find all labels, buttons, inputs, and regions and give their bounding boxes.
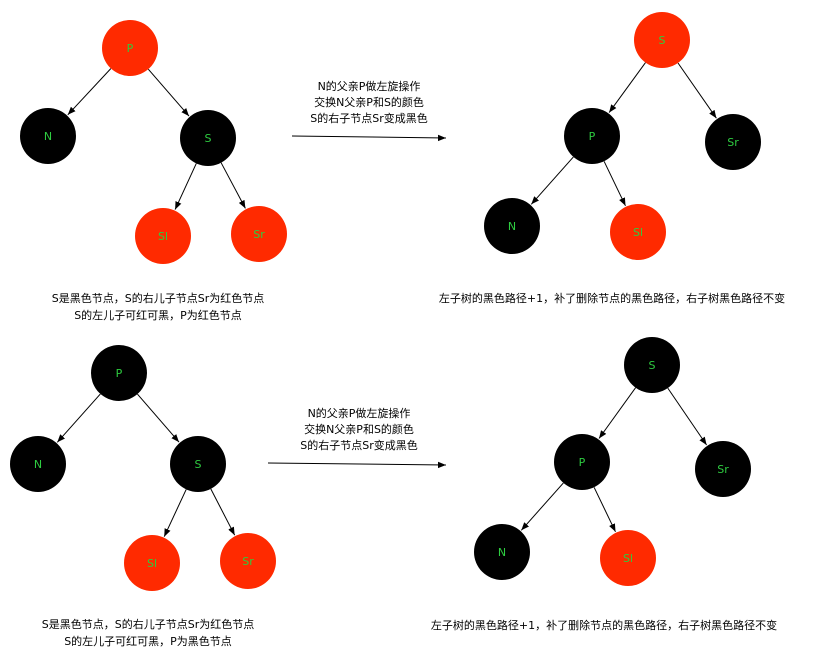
tree-top-left: P N S Sl Sr bbox=[20, 20, 287, 264]
node-circle bbox=[564, 108, 620, 164]
node-circle bbox=[124, 535, 180, 591]
node-label: N bbox=[498, 546, 506, 559]
node-circle bbox=[624, 337, 680, 393]
tree-node-n: N bbox=[484, 198, 540, 254]
caption-line: S的左儿子可红可黑，P为黑色节点 bbox=[64, 634, 232, 648]
node-label: Sl bbox=[147, 557, 157, 570]
tree-edge-s-to-sr bbox=[220, 162, 246, 209]
tree-edge-s-to-sr bbox=[210, 488, 236, 536]
node-label: N bbox=[508, 220, 516, 233]
node-label: P bbox=[579, 456, 586, 469]
tree-node-p: P bbox=[91, 345, 147, 401]
node-circle bbox=[231, 206, 287, 262]
node-circle bbox=[91, 345, 147, 401]
transition-text-line: 交换N父亲P和S的颜色 bbox=[314, 95, 424, 109]
tree-edge-s-to-sl bbox=[163, 489, 187, 537]
node-circle bbox=[20, 108, 76, 164]
caption-line: S是黑色节点，S的右儿子节点Sr为红色节点 bbox=[42, 617, 254, 631]
caption-line: 左子树的黑色路径+1，补了删除节点的黑色路径，右子树黑色路径不变 bbox=[439, 291, 785, 305]
tree-edge-s-to-p bbox=[608, 62, 646, 113]
node-circle bbox=[484, 198, 540, 254]
tree-bottom-left: P N S Sl Sr bbox=[10, 345, 276, 591]
tree-node-sl: Sl bbox=[610, 204, 666, 260]
node-label: Sr bbox=[717, 463, 729, 476]
tree-node-p: P bbox=[102, 20, 158, 76]
node-label: N bbox=[44, 130, 52, 143]
node-label: S bbox=[205, 132, 212, 145]
node-circle bbox=[10, 436, 66, 492]
tree-edge-p-to-sl bbox=[603, 161, 626, 207]
tree-edge-s-to-sr bbox=[677, 62, 717, 119]
tree-node-sr: Sr bbox=[231, 206, 287, 262]
tree-node-p: P bbox=[564, 108, 620, 164]
tree-node-s: S bbox=[170, 436, 226, 492]
node-circle bbox=[634, 12, 690, 68]
caption-line: S的左儿子可红可黑，P为红色节点 bbox=[74, 308, 242, 322]
node-circle bbox=[705, 114, 761, 170]
node-label: S bbox=[195, 458, 202, 471]
tree-top-right: S P SrN Sl bbox=[484, 12, 761, 260]
tree-node-sl: Sl bbox=[600, 530, 656, 586]
tree-bottom-right: S P SrN Sl bbox=[474, 337, 751, 586]
tree-node-n: N bbox=[20, 108, 76, 164]
node-label: Sl bbox=[158, 230, 168, 243]
edges-layer bbox=[56, 62, 717, 537]
text-layer: S是黑色节点，S的右儿子节点Sr为红色节点S的左儿子可红可黑，P为红色节点左子树… bbox=[42, 79, 785, 648]
node-circle bbox=[600, 530, 656, 586]
node-label: Sr bbox=[253, 228, 265, 241]
tree-node-n: N bbox=[10, 436, 66, 492]
tree-edge-p-to-n bbox=[520, 482, 564, 531]
node-circle bbox=[695, 441, 751, 497]
node-label: N bbox=[34, 458, 42, 471]
transition-text-line: 交换N父亲P和S的颜色 bbox=[304, 422, 414, 436]
tree-edge-s-to-sl bbox=[174, 163, 197, 210]
transition-text-line: S的右子节点Sr变成黑色 bbox=[310, 111, 428, 125]
node-circle bbox=[135, 208, 191, 264]
tree-edge-p-to-n bbox=[56, 393, 101, 443]
tree-node-p: P bbox=[554, 434, 610, 490]
tree-edge-p-to-s bbox=[137, 393, 180, 443]
node-label: P bbox=[589, 130, 596, 143]
node-circle bbox=[610, 204, 666, 260]
node-label: Sr bbox=[727, 136, 739, 149]
tree-edge-p-to-s bbox=[147, 68, 190, 117]
node-label: S bbox=[659, 34, 666, 47]
tree-node-sr: Sr bbox=[220, 533, 276, 589]
node-circle bbox=[220, 533, 276, 589]
node-label: P bbox=[116, 367, 123, 380]
tree-node-s: S bbox=[634, 12, 690, 68]
tree-node-s: S bbox=[624, 337, 680, 393]
transition-text-line: N的父亲P做左旋操作 bbox=[318, 79, 421, 93]
tree-node-sr: Sr bbox=[695, 441, 751, 497]
node-circle bbox=[102, 20, 158, 76]
node-circle bbox=[474, 524, 530, 580]
tree-node-sl: Sl bbox=[135, 208, 191, 264]
transition-arrow bbox=[291, 134, 447, 142]
tree-edge-p-to-sl bbox=[593, 487, 616, 533]
tree-node-s: S bbox=[180, 110, 236, 166]
node-label: Sl bbox=[633, 226, 643, 239]
node-label: P bbox=[127, 42, 134, 55]
tree-edge-p-to-n bbox=[530, 156, 574, 205]
caption-line: S是黑色节点，S的右儿子节点Sr为红色节点 bbox=[52, 291, 264, 305]
tree-edge-s-to-sr bbox=[667, 387, 708, 446]
tree-node-sl: Sl bbox=[124, 535, 180, 591]
node-circle bbox=[180, 110, 236, 166]
node-label: Sl bbox=[623, 552, 633, 565]
transition-text-line: N的父亲P做左旋操作 bbox=[308, 406, 411, 420]
node-label: Sr bbox=[242, 555, 254, 568]
tree-node-sr: Sr bbox=[705, 114, 761, 170]
node-circle bbox=[554, 434, 610, 490]
transition-arrow bbox=[267, 461, 447, 469]
caption-line: 左子树的黑色路径+1，补了删除节点的黑色路径，右子树黑色路径不变 bbox=[431, 618, 777, 632]
tree-edge-p-to-n bbox=[67, 68, 112, 116]
tree-edge-s-to-p bbox=[598, 387, 637, 439]
node-circle bbox=[170, 436, 226, 492]
tree-node-n: N bbox=[474, 524, 530, 580]
node-label: S bbox=[649, 359, 656, 372]
transition-text-line: S的右子节点Sr变成黑色 bbox=[300, 438, 418, 452]
